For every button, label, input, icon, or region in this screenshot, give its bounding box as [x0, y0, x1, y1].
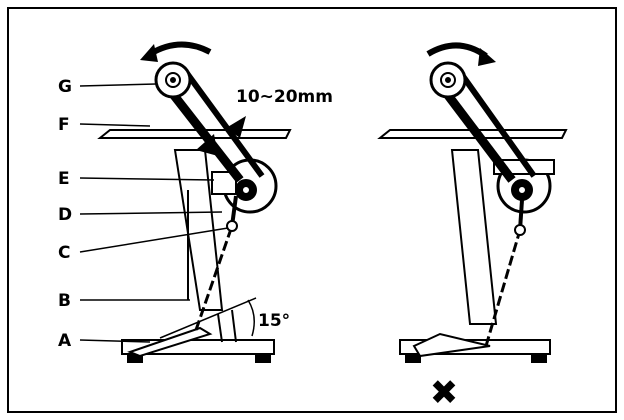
- right-machine: [377, 42, 568, 363]
- label-f: F: [58, 115, 70, 135]
- belt-right-b: [457, 70, 537, 178]
- belt-right-side: [183, 70, 265, 178]
- rotation-arrow-cw: [426, 42, 488, 59]
- figure-border: [7, 7, 617, 413]
- belt-deflection-note: 10~20mm: [236, 87, 333, 107]
- label-d: D: [58, 205, 72, 225]
- rotation-arrowhead-left: [140, 44, 158, 62]
- pedal: [127, 326, 213, 358]
- rotation-arrow-ccw: [148, 41, 212, 57]
- lever-joint: [226, 220, 238, 232]
- pedal-chain: [194, 225, 234, 331]
- wrong-mark: ✖: [430, 373, 459, 413]
- frame-leg-right: [450, 149, 498, 325]
- left-machine: [97, 41, 292, 363]
- frame-leg: [173, 149, 224, 311]
- label-a: A: [58, 331, 72, 351]
- angle-line: [159, 297, 257, 339]
- label-c: C: [58, 243, 70, 263]
- tension-arrow-upper: [226, 116, 246, 138]
- rotation-arrowhead-right: [478, 48, 496, 66]
- pedal-angle-note: 15°: [258, 311, 290, 331]
- angle-arc: [247, 299, 255, 337]
- tension-arrow-lower: [196, 134, 218, 156]
- label-g: G: [58, 77, 72, 97]
- label-e: E: [58, 169, 70, 189]
- lever-joint-right: [514, 224, 526, 236]
- table-top: [97, 129, 292, 139]
- pedal-right: [412, 332, 491, 358]
- pedal-chain-right: [484, 229, 522, 347]
- label-b: B: [58, 291, 71, 311]
- label-leaders: [79, 83, 229, 343]
